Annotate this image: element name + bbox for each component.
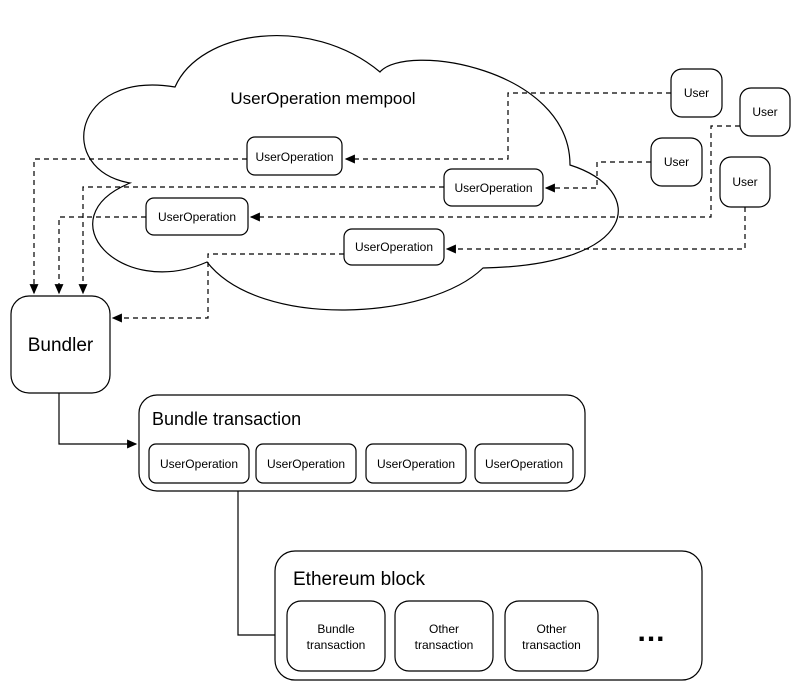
- transaction-label-line1: Other: [429, 622, 459, 636]
- edge-bundletx-to-ethblock: [237, 491, 286, 640]
- userop-box: [443, 168, 544, 207]
- userop-label: UserOperation: [485, 457, 563, 471]
- bundle-userop-node-2: UserOperation: [255, 443, 357, 484]
- user-label: User: [752, 105, 777, 119]
- userop-label: UserOperation: [377, 457, 455, 471]
- bundler-label: Bundler: [28, 335, 94, 356]
- bundle-userop-node-3: UserOperation: [365, 443, 467, 484]
- user-box: [719, 156, 771, 208]
- userop-label: UserOperation: [255, 150, 333, 164]
- bundle-transaction-container: Bundle transaction UserOperation UserOpe…: [138, 394, 586, 492]
- userop-box: [246, 136, 343, 176]
- edge-user3-to-userop3: [544, 161, 651, 193]
- userop-box: [343, 228, 445, 266]
- user-box: [739, 87, 791, 137]
- edge-user2-to-userop2: [249, 125, 740, 222]
- mempool-title: UserOperation mempool: [230, 89, 415, 108]
- user-label: User: [732, 175, 757, 189]
- userop-label: UserOperation: [267, 457, 345, 471]
- more-transactions-ellipsis: ...: [637, 615, 665, 648]
- user-box: [670, 68, 723, 118]
- edge-user4-to-userop4: [445, 207, 746, 254]
- user-node-1: User: [670, 68, 723, 118]
- transaction-box: [286, 600, 386, 672]
- bundle-userop-node-4: UserOperation: [474, 443, 574, 484]
- userop-box: [365, 443, 467, 484]
- userop-box: [148, 443, 250, 484]
- mempool-userop-node-3: UserOperation: [443, 168, 544, 207]
- transaction-box: [394, 600, 494, 672]
- userop-box: [145, 197, 249, 236]
- transaction-label-line2: transaction: [307, 638, 366, 652]
- ethereum-block-container: Ethereum block Bundle transaction Other …: [274, 550, 703, 681]
- mempool-userop-node-1: UserOperation: [246, 136, 343, 176]
- userop-label: UserOperation: [160, 457, 238, 471]
- transaction-label-line2: transaction: [522, 638, 581, 652]
- mempool-cloud: [83, 35, 619, 311]
- mempool-userop-node-2: UserOperation: [145, 197, 249, 236]
- user-node-3: User: [650, 137, 703, 187]
- user-label: User: [664, 155, 689, 169]
- userop-box: [474, 443, 574, 484]
- user-box: [650, 137, 703, 187]
- edge-bundler-to-bundletx: [58, 393, 138, 449]
- edge-userop4-to-bundler: [111, 253, 344, 323]
- transaction-box: [504, 600, 599, 672]
- edge-userop2-to-bundler: [54, 216, 146, 295]
- bundle-userop-node-1: UserOperation: [148, 443, 250, 484]
- transaction-label-line1: Bundle: [317, 622, 355, 636]
- bundler-node: Bundler: [10, 295, 111, 394]
- ethereum-block-title: Ethereum block: [293, 569, 426, 590]
- user-label: User: [684, 86, 709, 100]
- transaction-label-line1: Other: [536, 622, 566, 636]
- eth-other-transaction-node-1: Other transaction: [394, 600, 494, 672]
- bundler-box: [10, 295, 111, 394]
- userop-box: [255, 443, 357, 484]
- transaction-label-line2: transaction: [415, 638, 474, 652]
- edge-userop3-to-bundler: [78, 186, 444, 295]
- mempool-userop-node-4: UserOperation: [343, 228, 445, 266]
- eth-bundle-transaction-node: Bundle transaction: [286, 600, 386, 672]
- userop-label: UserOperation: [454, 181, 532, 195]
- bundle-transaction-box: [138, 394, 586, 492]
- edge-user1-to-userop1: [344, 92, 671, 164]
- user-node-4: User: [719, 156, 771, 208]
- userop-label: UserOperation: [355, 240, 433, 254]
- bundle-transaction-title: Bundle transaction: [152, 409, 301, 429]
- eth-other-transaction-node-2: Other transaction: [504, 600, 599, 672]
- userop-label: UserOperation: [158, 210, 236, 224]
- user-node-2: User: [739, 87, 791, 137]
